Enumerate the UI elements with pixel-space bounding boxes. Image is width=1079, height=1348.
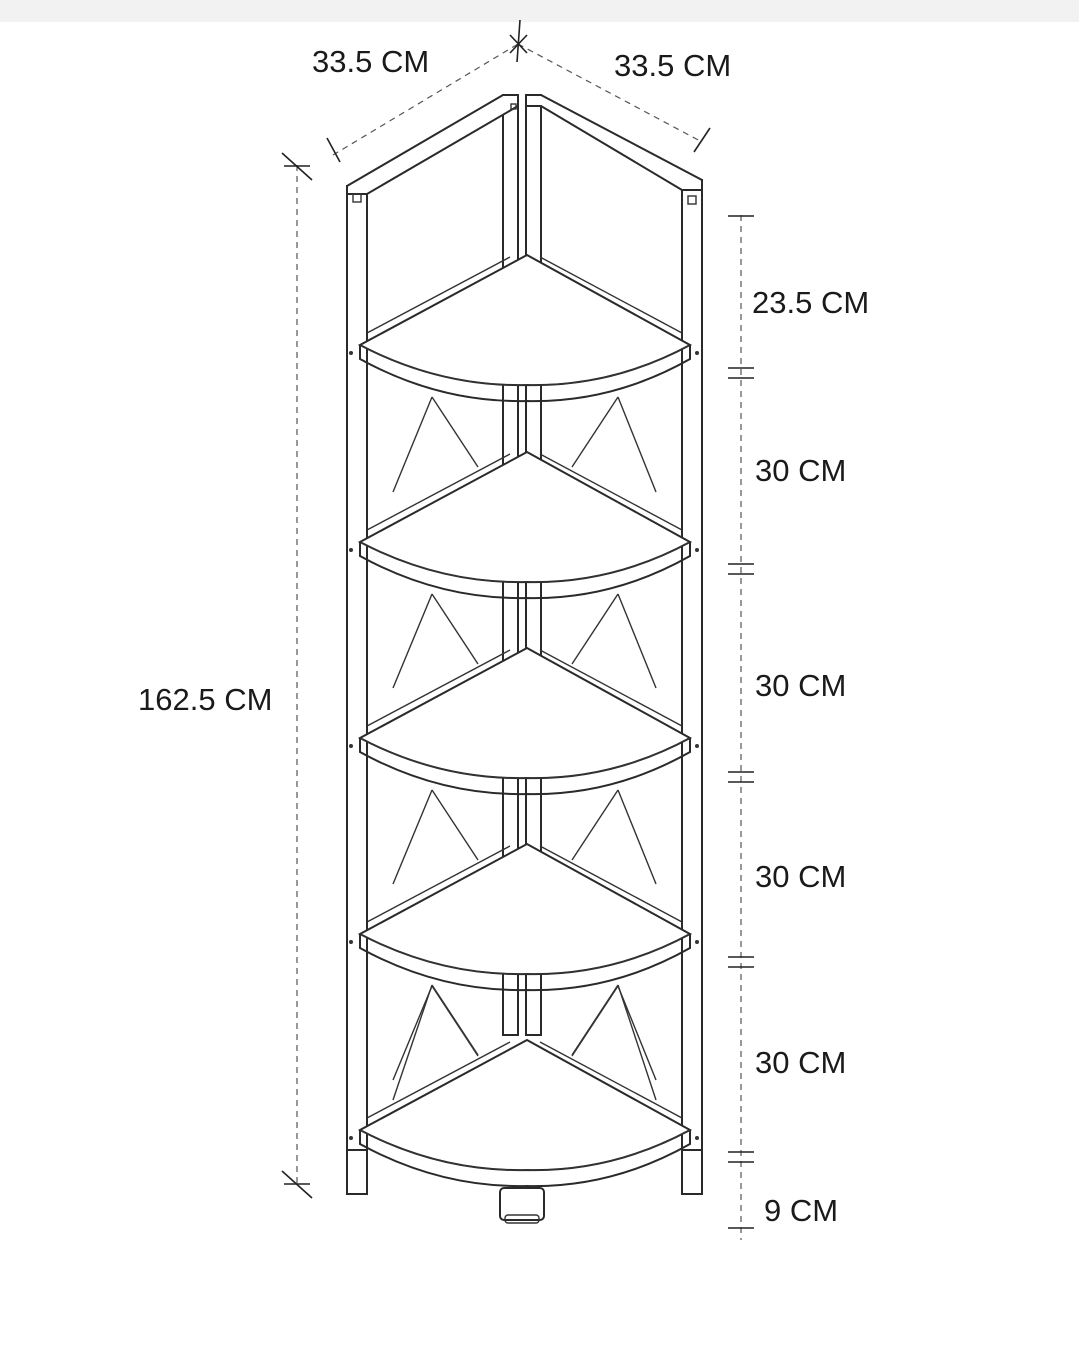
shelf-3: [357, 646, 693, 780]
shelf-1: [357, 253, 693, 387]
gap-4-label: 30 CM: [755, 859, 846, 894]
gap-5-label: 30 CM: [755, 1045, 846, 1080]
shelf-2: [357, 450, 693, 584]
shelves-group: [346, 253, 703, 1195]
shelf-5: [357, 1038, 693, 1172]
right-post: [681, 179, 703, 1195]
left-post: [346, 185, 368, 1195]
shelf-spacing-dimension-line: [728, 215, 754, 1240]
top-bar: [0, 0, 1079, 22]
gap-2-label: 30 CM: [755, 453, 846, 488]
center-foot: [499, 1187, 545, 1221]
shelf-4: [357, 842, 693, 976]
total-height-label: 162.5 CM: [138, 682, 272, 717]
height-dimension-line: [281, 152, 313, 1199]
width-right-label: 33.5 CM: [614, 48, 731, 83]
width-dimension-lines: [326, 19, 711, 163]
gap-3-label: 30 CM: [755, 668, 846, 703]
gap-6-label: 9 CM: [764, 1193, 838, 1228]
gap-1-label: 23.5 CM: [752, 285, 869, 320]
width-left-label: 33.5 CM: [312, 44, 429, 79]
